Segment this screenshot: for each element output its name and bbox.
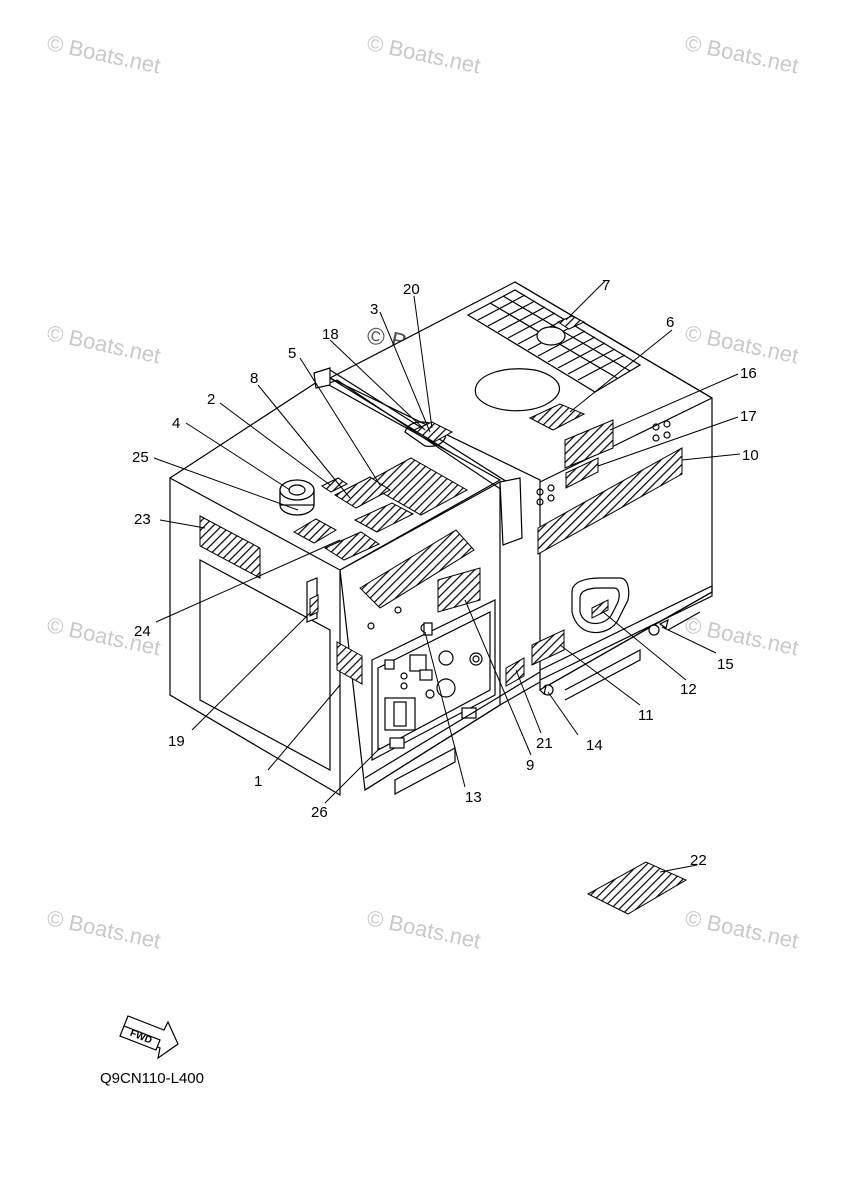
callout-6: 6 — [666, 314, 674, 331]
callout-16: 16 — [740, 365, 757, 382]
diagram-code: Q9CN110-L400 — [100, 1070, 204, 1087]
callout-26: 26 — [311, 804, 328, 821]
callout-numbers: 1 2 3 4 5 6 7 8 9 10 11 12 13 14 15 16 1… — [132, 277, 759, 869]
callout-10: 10 — [742, 447, 759, 464]
label-2 — [321, 477, 348, 493]
callout-19: 19 — [168, 733, 185, 750]
callout-1: 1 — [254, 773, 262, 790]
callout-14: 14 — [586, 737, 603, 754]
fuel-cap — [279, 479, 315, 516]
callout-18: 18 — [322, 326, 339, 343]
label-10 — [537, 447, 683, 555]
label-16 — [564, 419, 614, 469]
callout-9: 9 — [526, 757, 534, 774]
callout-24: 24 — [134, 623, 151, 640]
label-12 — [591, 599, 609, 619]
label-15 — [648, 624, 660, 636]
top-grille — [466, 289, 642, 393]
label-6 — [528, 403, 586, 431]
label-24 — [323, 531, 381, 561]
callout-2: 2 — [207, 391, 215, 408]
callout-11: 11 — [638, 707, 654, 724]
fwd-arrow-icon: FWD — [119, 1015, 179, 1060]
callout-25: 25 — [132, 449, 149, 466]
label-5 — [363, 457, 469, 516]
decal-labels — [199, 315, 688, 915]
side-inner-panel — [199, 558, 331, 772]
callout-20: 20 — [403, 281, 420, 298]
tank-cover — [474, 368, 560, 412]
callout-8: 8 — [250, 370, 258, 387]
label-4 — [292, 518, 338, 544]
leader-lines — [153, 280, 741, 873]
label-18 — [412, 421, 454, 443]
label-19 — [309, 594, 319, 617]
label-22 — [586, 861, 688, 915]
label-8 — [333, 476, 391, 509]
label-21 — [359, 529, 475, 609]
label-9 — [437, 567, 481, 613]
label-23 — [199, 515, 261, 579]
label-18b — [353, 502, 415, 533]
callout-3: 3 — [370, 301, 378, 318]
callout-12: 12 — [680, 681, 697, 698]
callout-22: 22 — [690, 852, 707, 869]
callout-17: 17 — [740, 408, 757, 425]
callout-7: 7 — [602, 277, 610, 294]
callout-23: 23 — [134, 511, 151, 528]
callout-13: 13 — [465, 789, 482, 806]
callout-15: 15 — [717, 656, 734, 673]
callout-21: 21 — [536, 735, 553, 752]
callout-5: 5 — [288, 345, 296, 362]
label-1 — [336, 641, 363, 685]
label-17 — [565, 457, 599, 489]
callout-4: 4 — [172, 415, 180, 432]
label-21b — [505, 657, 525, 687]
label-11 — [531, 629, 565, 666]
